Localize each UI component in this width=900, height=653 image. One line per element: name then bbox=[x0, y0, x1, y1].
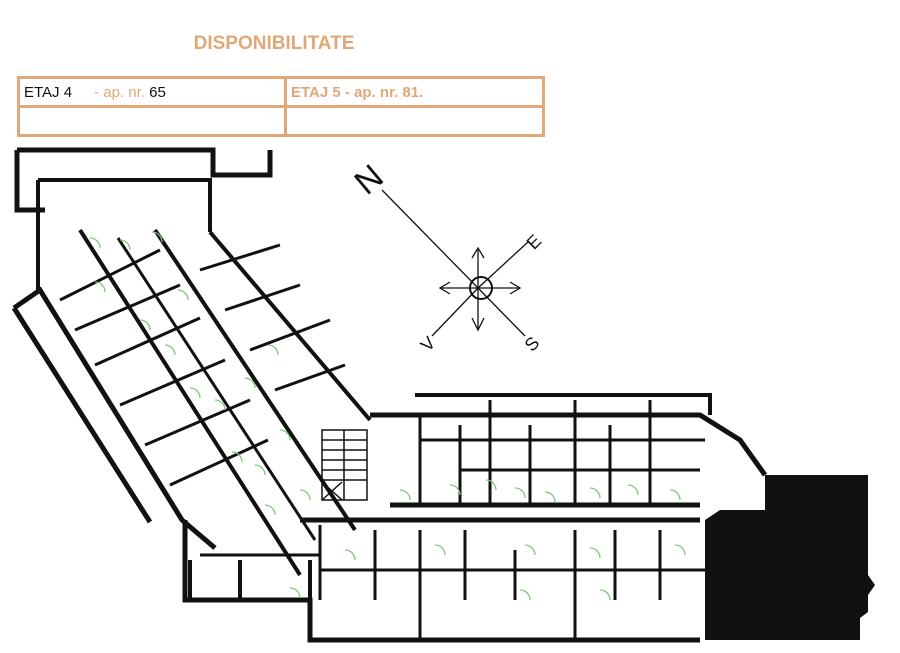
empty-cell bbox=[17, 105, 287, 137]
page-title: DISPONIBILITATE bbox=[193, 33, 355, 54]
availability-table: ETAJ 4 - ap. nr. 65 ETAJ 5 - ap. nr. 81. bbox=[17, 76, 545, 137]
floor-4-label: ETAJ 4 bbox=[24, 83, 73, 101]
floor-4-cell[interactable]: ETAJ 4 - ap. nr. 65 bbox=[17, 76, 287, 108]
table-row bbox=[17, 105, 545, 137]
table-row: ETAJ 4 - ap. nr. 65 ETAJ 5 - ap. nr. 81. bbox=[17, 76, 545, 108]
filled-block bbox=[705, 475, 875, 640]
compass-rose: N E S V bbox=[347, 157, 545, 355]
stair-core bbox=[321, 429, 368, 501]
compass-south-label: S bbox=[521, 333, 544, 356]
apartment-number: 65 bbox=[149, 83, 166, 101]
apartment-separator: - ap. nr. bbox=[94, 83, 145, 101]
empty-cell bbox=[284, 105, 545, 137]
floor-5-cell[interactable]: ETAJ 5 - ap. nr. 81. bbox=[284, 76, 545, 108]
compass-west-label: V bbox=[417, 333, 440, 356]
building-walls bbox=[11, 147, 768, 643]
door-swings bbox=[89, 231, 686, 601]
compass-east-label: E bbox=[523, 231, 546, 254]
compass-north-label: N bbox=[347, 157, 390, 202]
